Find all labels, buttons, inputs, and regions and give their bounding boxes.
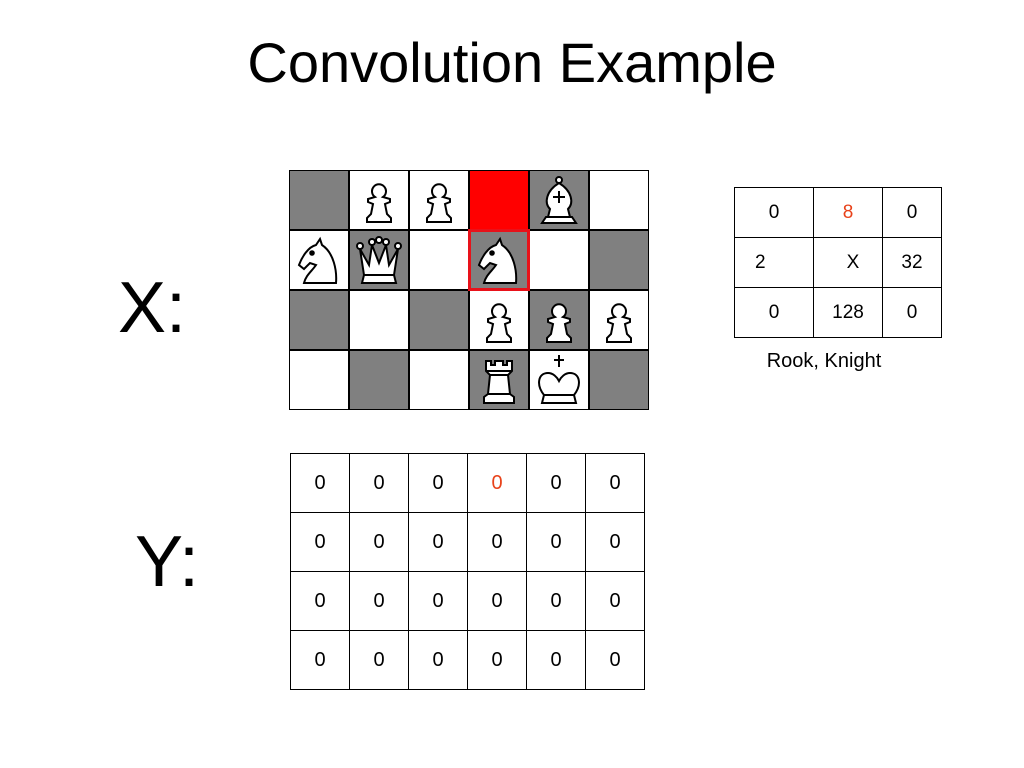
knight-icon bbox=[477, 236, 518, 284]
output-row: 0 0 0 0 0 0 bbox=[290, 630, 645, 690]
kernel-cell: 2 bbox=[734, 237, 814, 288]
board-square bbox=[349, 170, 409, 230]
output-cell: 0 bbox=[408, 571, 468, 631]
output-cell: 0 bbox=[585, 630, 645, 690]
king-icon bbox=[538, 355, 580, 404]
output-cell: 0 bbox=[290, 630, 350, 690]
output-cell: 0 bbox=[585, 453, 645, 513]
board-square bbox=[529, 350, 589, 410]
output-cell: 0 bbox=[290, 453, 350, 513]
output-cell: 0 bbox=[408, 453, 468, 513]
board-square bbox=[529, 230, 589, 290]
kernel-caption: Rook, Knight bbox=[766, 350, 882, 372]
board-square bbox=[469, 350, 529, 410]
board-square bbox=[529, 170, 589, 230]
output-cell: 0 bbox=[526, 512, 586, 572]
board-square bbox=[409, 290, 469, 350]
kernel-table: 0 8 0 2 X 32 0 128 0 bbox=[734, 187, 942, 338]
output-cell: 0 bbox=[349, 571, 409, 631]
output-cell-highlight: 0 bbox=[467, 453, 527, 513]
output-row: 0 0 0 0 0 0 bbox=[290, 512, 645, 572]
board-square bbox=[409, 230, 469, 290]
output-cell: 0 bbox=[349, 512, 409, 572]
kernel-cell: X bbox=[813, 237, 883, 288]
kernel-cell: 0 bbox=[882, 187, 942, 238]
y-label: Y: bbox=[135, 522, 200, 602]
kernel-cell: 0 bbox=[882, 287, 942, 338]
board-square bbox=[349, 290, 409, 350]
output-row: 0 0 0 0 0 0 bbox=[290, 453, 645, 513]
kernel-row: 0 128 0 bbox=[734, 287, 942, 338]
kernel-cell: 128 bbox=[813, 287, 883, 338]
output-cell: 0 bbox=[585, 512, 645, 572]
board-square bbox=[589, 350, 649, 410]
kernel-cell: 0 bbox=[734, 187, 814, 238]
output-cell: 0 bbox=[526, 630, 586, 690]
board-square bbox=[349, 230, 409, 290]
rook-icon bbox=[483, 360, 515, 404]
pawn-icon bbox=[606, 303, 632, 343]
kernel-row: 0 8 0 bbox=[734, 187, 942, 238]
output-cell: 0 bbox=[349, 453, 409, 513]
board-square bbox=[349, 350, 409, 410]
bishop-icon bbox=[540, 176, 578, 224]
focus-square-outline bbox=[468, 229, 530, 291]
board-square bbox=[409, 350, 469, 410]
output-cell: 0 bbox=[408, 630, 468, 690]
board-square bbox=[289, 230, 349, 290]
kernel-cell: 0 bbox=[734, 287, 814, 338]
board-square bbox=[589, 290, 649, 350]
pawn-icon bbox=[486, 303, 512, 343]
output-cell: 0 bbox=[408, 512, 468, 572]
output-cell: 0 bbox=[290, 512, 350, 572]
output-cell: 0 bbox=[526, 453, 586, 513]
board-square bbox=[409, 170, 469, 230]
chessboard-grid bbox=[289, 170, 649, 410]
board-square bbox=[589, 230, 649, 290]
output-cell: 0 bbox=[467, 571, 527, 631]
pawn-icon bbox=[426, 183, 452, 223]
output-cell: 0 bbox=[349, 630, 409, 690]
board-square bbox=[289, 290, 349, 350]
pawn-icon bbox=[546, 303, 572, 343]
output-grid: 0 0 0 0 0 0 0 0 0 0 0 0 0 0 0 0 0 0 0 0 … bbox=[290, 453, 645, 690]
output-cell: 0 bbox=[290, 571, 350, 631]
slide-title: Convolution Example bbox=[247, 31, 777, 94]
board-square bbox=[469, 290, 529, 350]
kernel-cell: 32 bbox=[882, 237, 942, 288]
board-square bbox=[289, 350, 349, 410]
board-square bbox=[469, 170, 529, 230]
board-square bbox=[589, 170, 649, 230]
output-cell: 0 bbox=[467, 630, 527, 690]
x-label: X: bbox=[118, 268, 187, 348]
output-cell: 0 bbox=[526, 571, 586, 631]
output-cell: 0 bbox=[467, 512, 527, 572]
knight-icon bbox=[297, 236, 338, 284]
board-square bbox=[529, 290, 589, 350]
output-cell: 0 bbox=[585, 571, 645, 631]
pawn-icon bbox=[366, 183, 392, 223]
kernel-cell-highlight: 8 bbox=[813, 187, 883, 238]
board-square bbox=[289, 170, 349, 230]
output-row: 0 0 0 0 0 0 bbox=[290, 571, 645, 631]
kernel-row: 2 X 32 bbox=[734, 237, 942, 288]
queen-icon bbox=[356, 236, 402, 284]
